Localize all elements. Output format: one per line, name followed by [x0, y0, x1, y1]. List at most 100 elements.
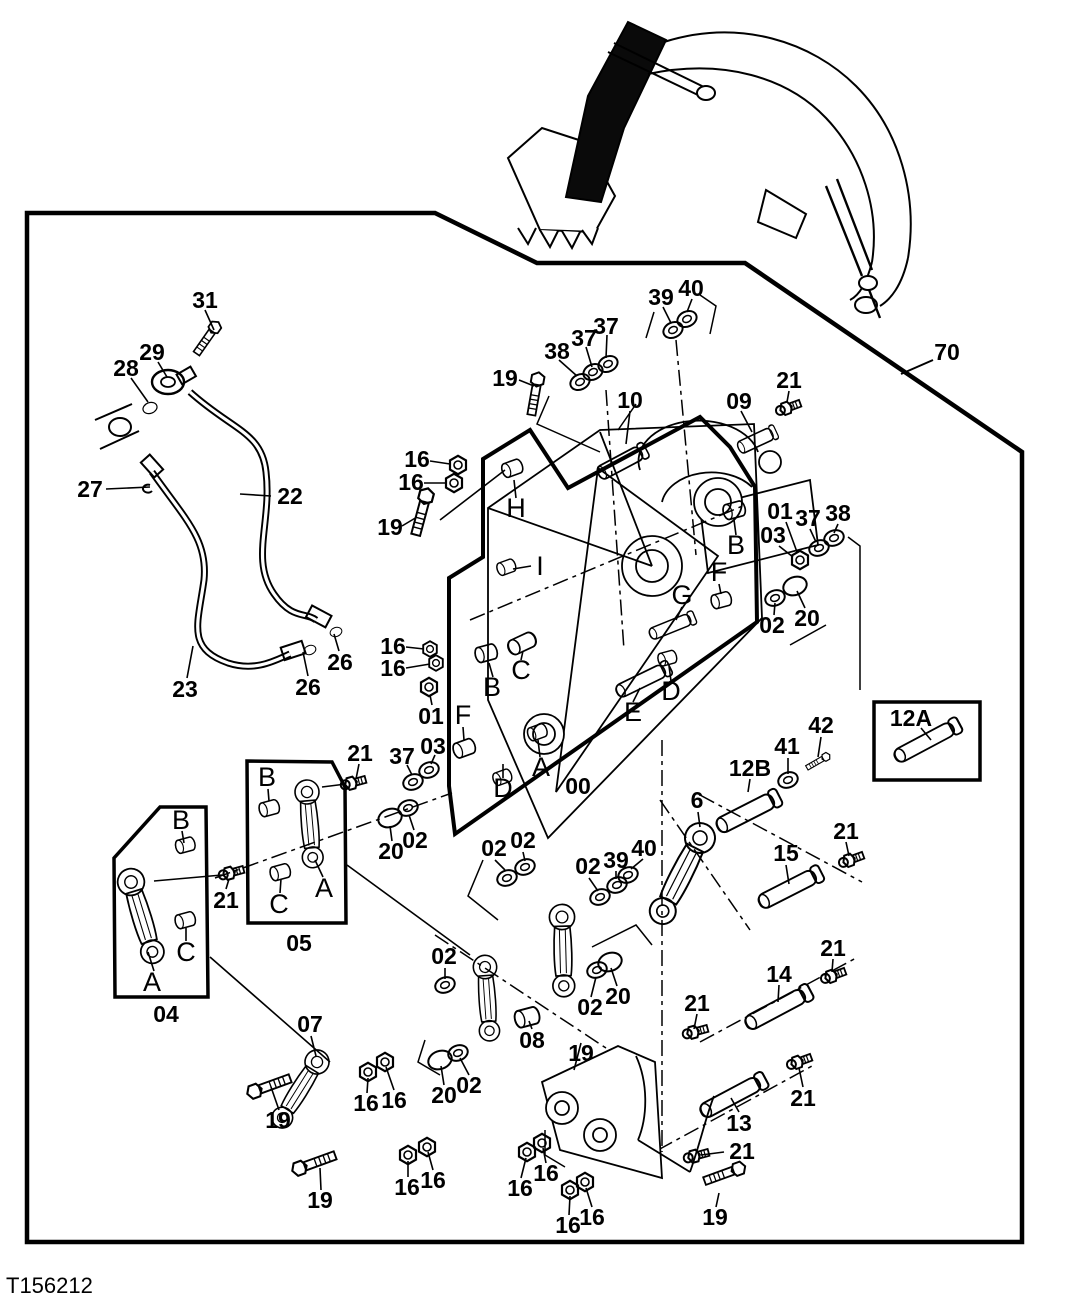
part-label-09: 09: [726, 388, 752, 414]
ref-letter-B: B: [727, 530, 745, 560]
part-label-03: 03: [760, 522, 786, 548]
sheet-callout-leader: [900, 359, 934, 375]
ref-letter-F: F: [455, 700, 472, 730]
part-label-38: 38: [825, 500, 851, 526]
part-label-13: 13: [726, 1110, 752, 1136]
part-label-02: 02: [759, 612, 785, 638]
part-label-42: 42: [808, 712, 834, 738]
hose-icon-23: [139, 453, 307, 670]
part-label-37: 37: [571, 325, 597, 351]
part-label-21: 21: [820, 935, 846, 961]
part-label-6: 6: [691, 787, 704, 813]
part-label-21: 21: [213, 887, 239, 913]
part-label-16: 16: [353, 1090, 379, 1116]
part-label-21: 21: [776, 367, 802, 393]
part-label-16: 16: [404, 446, 430, 472]
part-label-20: 20: [794, 605, 820, 631]
ref-letter-A: A: [143, 967, 161, 997]
flange-icon-29: [150, 365, 198, 396]
part-label-16: 16: [420, 1167, 446, 1193]
part-label-26: 26: [295, 674, 321, 700]
ref-letter-C: C: [269, 889, 289, 919]
part-label-16: 16: [380, 655, 406, 681]
part-label-16: 16: [380, 633, 406, 659]
part-label-04: 04: [153, 1001, 179, 1027]
part-label-21: 21: [833, 818, 859, 844]
ref-letter-F: F: [711, 557, 728, 587]
link-icon-08b: [548, 903, 578, 998]
part-label-02: 02: [481, 835, 507, 861]
part-label-37: 37: [593, 313, 619, 339]
inset-box-04: [112, 805, 210, 999]
part-label-23: 23: [172, 676, 198, 702]
part-label-10: 10: [617, 387, 643, 413]
leader-lines: [105, 298, 932, 1216]
ref-letter-A: A: [532, 752, 550, 782]
inset-box-05: [245, 759, 348, 925]
part-label-01: 01: [418, 703, 444, 729]
part-label-00: 00: [565, 773, 591, 799]
part-label-28: 28: [113, 355, 139, 381]
part-label-19: 19: [702, 1204, 728, 1230]
inner-panel-outline: [447, 414, 760, 838]
part-label-16: 16: [381, 1087, 407, 1113]
excavator-sketch: [506, 20, 912, 319]
part-label-08: 08: [519, 1027, 545, 1053]
part-label-16: 16: [555, 1212, 581, 1238]
ref-letter-G: G: [671, 580, 692, 610]
inset-box-12A: [872, 700, 982, 782]
part-label-20: 20: [605, 983, 631, 1009]
part-label-37: 37: [389, 743, 415, 769]
part-label-21: 21: [729, 1138, 755, 1164]
lower-frame-sketch: [540, 1045, 715, 1180]
ref-letter-A: A: [315, 873, 333, 903]
part-label-07: 07: [297, 1011, 323, 1037]
part-label-38: 38: [544, 338, 570, 364]
part-label-02: 02: [575, 853, 601, 879]
part-label-12A: 12A: [890, 705, 932, 731]
part-label-03: 03: [420, 733, 446, 759]
part-label-19: 19: [492, 365, 518, 391]
part-label-02: 02: [510, 827, 536, 853]
ref-letter-B: B: [483, 672, 501, 702]
part-label-16: 16: [533, 1160, 559, 1186]
ref-letter-B: B: [172, 805, 190, 835]
part-label-02: 02: [456, 1072, 482, 1098]
part-label-22: 22: [277, 483, 303, 509]
pin-icon-12B: [712, 786, 785, 837]
centerlines: [214, 339, 863, 1152]
part-label-16: 16: [394, 1174, 420, 1200]
ref-letter-C: C: [176, 937, 196, 967]
part-label-19: 19: [568, 1040, 594, 1066]
part-label-21: 21: [684, 990, 710, 1016]
part-label-19: 19: [377, 514, 403, 540]
part-label-26: 26: [327, 649, 353, 675]
ref-letter-D: D: [661, 676, 681, 706]
part-label-19: 19: [265, 1107, 291, 1133]
drawing-code: T156212: [6, 1273, 93, 1298]
part-label-16: 16: [507, 1175, 533, 1201]
outer-border: [24, 210, 1025, 1245]
group-brackets: [417, 294, 861, 1168]
part-label-70: 70: [934, 339, 960, 365]
part-label-16: 16: [398, 469, 424, 495]
part-label-20: 20: [378, 838, 404, 864]
part-label-39: 39: [603, 847, 629, 873]
ref-letter-E: E: [624, 697, 642, 727]
part-label-02: 02: [431, 943, 457, 969]
clamp-icon-27: [94, 403, 153, 494]
part-label-14: 14: [766, 961, 792, 987]
part-label-21: 21: [790, 1085, 816, 1111]
ref-letter-B: B: [258, 762, 276, 792]
part-label-16: 16: [579, 1204, 605, 1230]
part-label-27: 27: [77, 476, 103, 502]
ref-letter-H: H: [506, 493, 526, 523]
part-label-21: 21: [347, 740, 373, 766]
part-label-15: 15: [773, 840, 799, 866]
link-icon-08a: [471, 953, 503, 1043]
hose-group: [94, 365, 333, 670]
pin-icon-15: [754, 863, 827, 913]
